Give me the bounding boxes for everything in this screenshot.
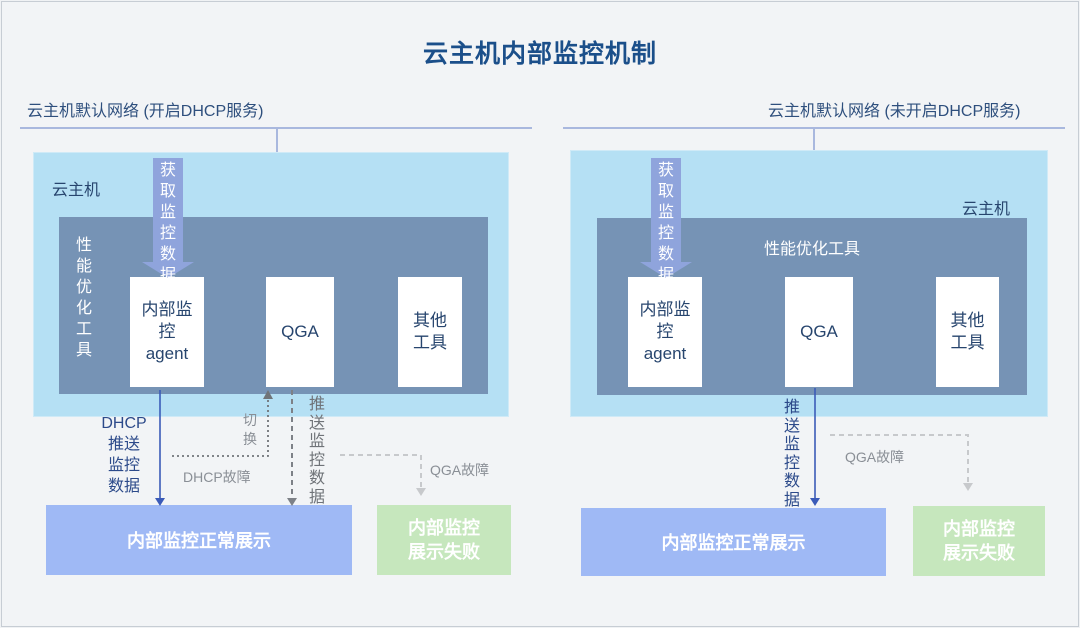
left-qga-fault-label: QGA故障 — [430, 462, 490, 478]
left-dhcp-push-arrowhead — [155, 498, 165, 506]
left-network-drop — [276, 128, 278, 156]
left-other-tools-box: 其他 工具 — [398, 277, 462, 387]
right-perf-tool-label: 性能优化工具 — [763, 241, 860, 258]
left-dhcp-fault-label: DHCP故障 — [183, 469, 251, 485]
left-qga-push-arrowhead — [287, 498, 297, 506]
right-qga-push-label: 推 送 监 控 数 据 — [783, 399, 800, 509]
right-qga-fault-arrowhead — [963, 483, 973, 491]
left-qga-fault-arrowhead — [416, 488, 426, 496]
right-qga-box: QGA — [785, 277, 853, 387]
right-network-label: 云主机默认网络 (未开启DHCP服务) — [768, 103, 1021, 120]
left-perf-tool-label: 性 能 优 化 工 具 — [75, 237, 92, 359]
left-switch-arrowhead — [263, 390, 273, 399]
left-switch-label: 切 换 — [243, 412, 257, 447]
left-fetch-data-label: 获 取 监 控 数 据 — [159, 162, 176, 284]
right-failed-display-box: 内部监控 展示失败 — [913, 506, 1045, 576]
right-network-drop — [813, 128, 815, 150]
right-vm-label: 云主机 — [962, 201, 1011, 218]
right-qga-fault-label: QGA故障 — [845, 449, 905, 465]
diagram-title: 云主机内部监控机制 — [422, 40, 657, 68]
right-fetch-data-arrow — [640, 158, 692, 278]
left-qga-push-label: 推 送 监 控 数 据 — [308, 396, 325, 506]
right-normal-display-box: 内部监控正常展示 — [581, 508, 886, 576]
left-qga-fault-line — [340, 454, 422, 490]
left-switch-dotted-line — [172, 398, 269, 457]
right-fetch-data-label: 获 取 监 控 数 据 — [657, 162, 674, 284]
left-failed-display-box: 内部监控 展示失败 — [377, 505, 511, 575]
right-qga-push-arrowhead — [810, 498, 820, 506]
right-qga-fault-line — [830, 434, 969, 485]
left-vm-label: 云主机 — [52, 182, 101, 199]
left-qga-box: QGA — [266, 277, 334, 387]
left-fetch-data-arrow — [142, 158, 194, 278]
left-dhcp-push-label: DHCP 推送 监控 数据 — [101, 415, 147, 495]
left-normal-display-box: 内部监控正常展示 — [46, 505, 352, 575]
right-agent-box: 内部监 控 agent — [628, 277, 702, 387]
left-network-label: 云主机默认网络 (开启DHCP服务) — [27, 103, 264, 120]
right-other-tools-box: 其他 工具 — [936, 277, 999, 387]
left-agent-box: 内部监 控 agent — [130, 277, 204, 387]
